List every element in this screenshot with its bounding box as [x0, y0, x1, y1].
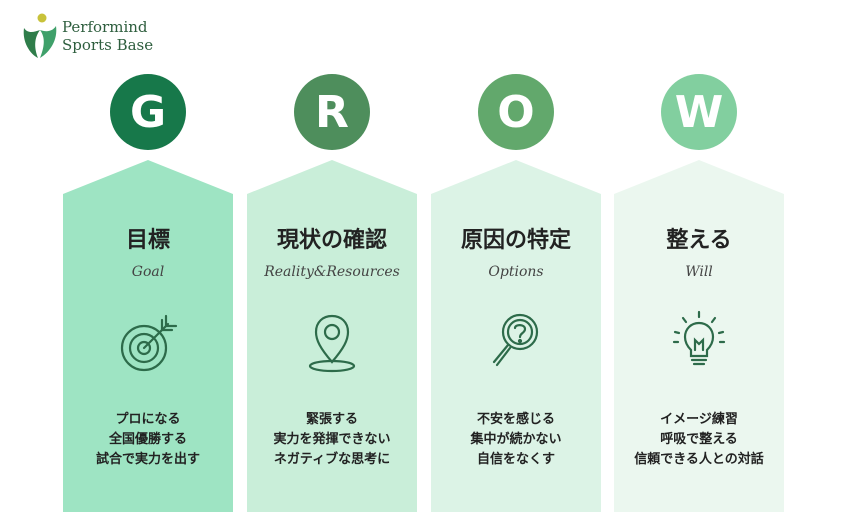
card-reality: 現状の確認 Reality&Resources 緊張する 実力を発揮できない ネ…	[247, 160, 417, 512]
letter-circle-r: R	[294, 74, 370, 150]
card-items: プロになる 全国優勝する 試合で実力を出す	[63, 410, 233, 470]
card-items: 緊張する 実力を発揮できない ネガティブな思考に	[247, 410, 417, 470]
card-title: 整える	[666, 228, 732, 253]
column-will: W 整える Will イメージ練習 呼吸で整える 信頼できる人との対話	[614, 74, 784, 512]
card-title: 目標	[125, 228, 170, 253]
card-item: 不安を感じる	[476, 412, 555, 427]
card-item: 緊張する	[305, 412, 358, 427]
letter-circle-w: W	[661, 74, 737, 150]
letter-circle-g: G	[110, 74, 186, 150]
brand-name: Performind Sports Base	[62, 18, 153, 54]
location-pin-icon	[308, 314, 356, 373]
card-options: 原因の特定 Options 不安を感じる 集中が続かない 自信をなくす	[431, 160, 601, 512]
brand-logo: Performind Sports Base	[18, 12, 198, 62]
card-items: イメージ練習 呼吸で整える 信頼できる人との対話	[614, 410, 784, 470]
card-item: 集中が続かない	[470, 432, 562, 447]
column-goal: G 目標 Goal プロになる 全国優勝する 試合で実力を出す	[63, 74, 233, 512]
card-items: 不安を感じる 集中が続かない 自信をなくす	[431, 410, 601, 470]
card-shape	[431, 160, 601, 512]
brand-line-1: Performind	[62, 18, 148, 36]
card-item: 自信をなくす	[476, 452, 555, 467]
card-item: イメージ練習	[660, 412, 738, 427]
letter-circle-o: O	[478, 74, 554, 150]
logo-mark-icon	[23, 13, 57, 58]
card-subtitle: Reality&Resources	[264, 264, 400, 280]
card-item: 実力を発揮できない	[273, 432, 391, 447]
card-shape	[614, 160, 784, 512]
card-title: 原因の特定	[460, 228, 571, 253]
card-item: ネガティブな思考に	[273, 452, 391, 467]
card-will: 整える Will イメージ練習 呼吸で整える 信頼できる人との対話	[614, 160, 784, 512]
column-reality: R 現状の確認 Reality&Resources 緊張する 実力を発揮できない…	[247, 74, 417, 512]
card-shape	[247, 160, 417, 512]
card-item: 信頼できる人との対話	[634, 452, 764, 467]
card-item: プロになる	[115, 412, 181, 427]
card-goal: 目標 Goal プロになる 全国優勝する 試合で実力を出す	[63, 160, 233, 512]
target-icon	[120, 314, 178, 372]
brand-line-2: Sports Base	[62, 36, 154, 54]
column-options: O 原因の特定 Options 不安を感じる 集中が続かない 自信をなくす	[431, 74, 601, 512]
card-shape	[63, 160, 233, 512]
card-title: 現状の確認	[276, 228, 387, 253]
card-item: 試合で実力を出す	[95, 452, 200, 467]
card-subtitle: Will	[685, 264, 713, 280]
card-item: 呼吸で整える	[660, 432, 738, 447]
card-subtitle: Goal	[131, 264, 165, 280]
card-subtitle: Options	[488, 264, 544, 280]
lightbulb-icon	[672, 310, 726, 366]
magnifier-question-icon	[492, 313, 539, 367]
card-item: 全国優勝する	[108, 432, 187, 447]
